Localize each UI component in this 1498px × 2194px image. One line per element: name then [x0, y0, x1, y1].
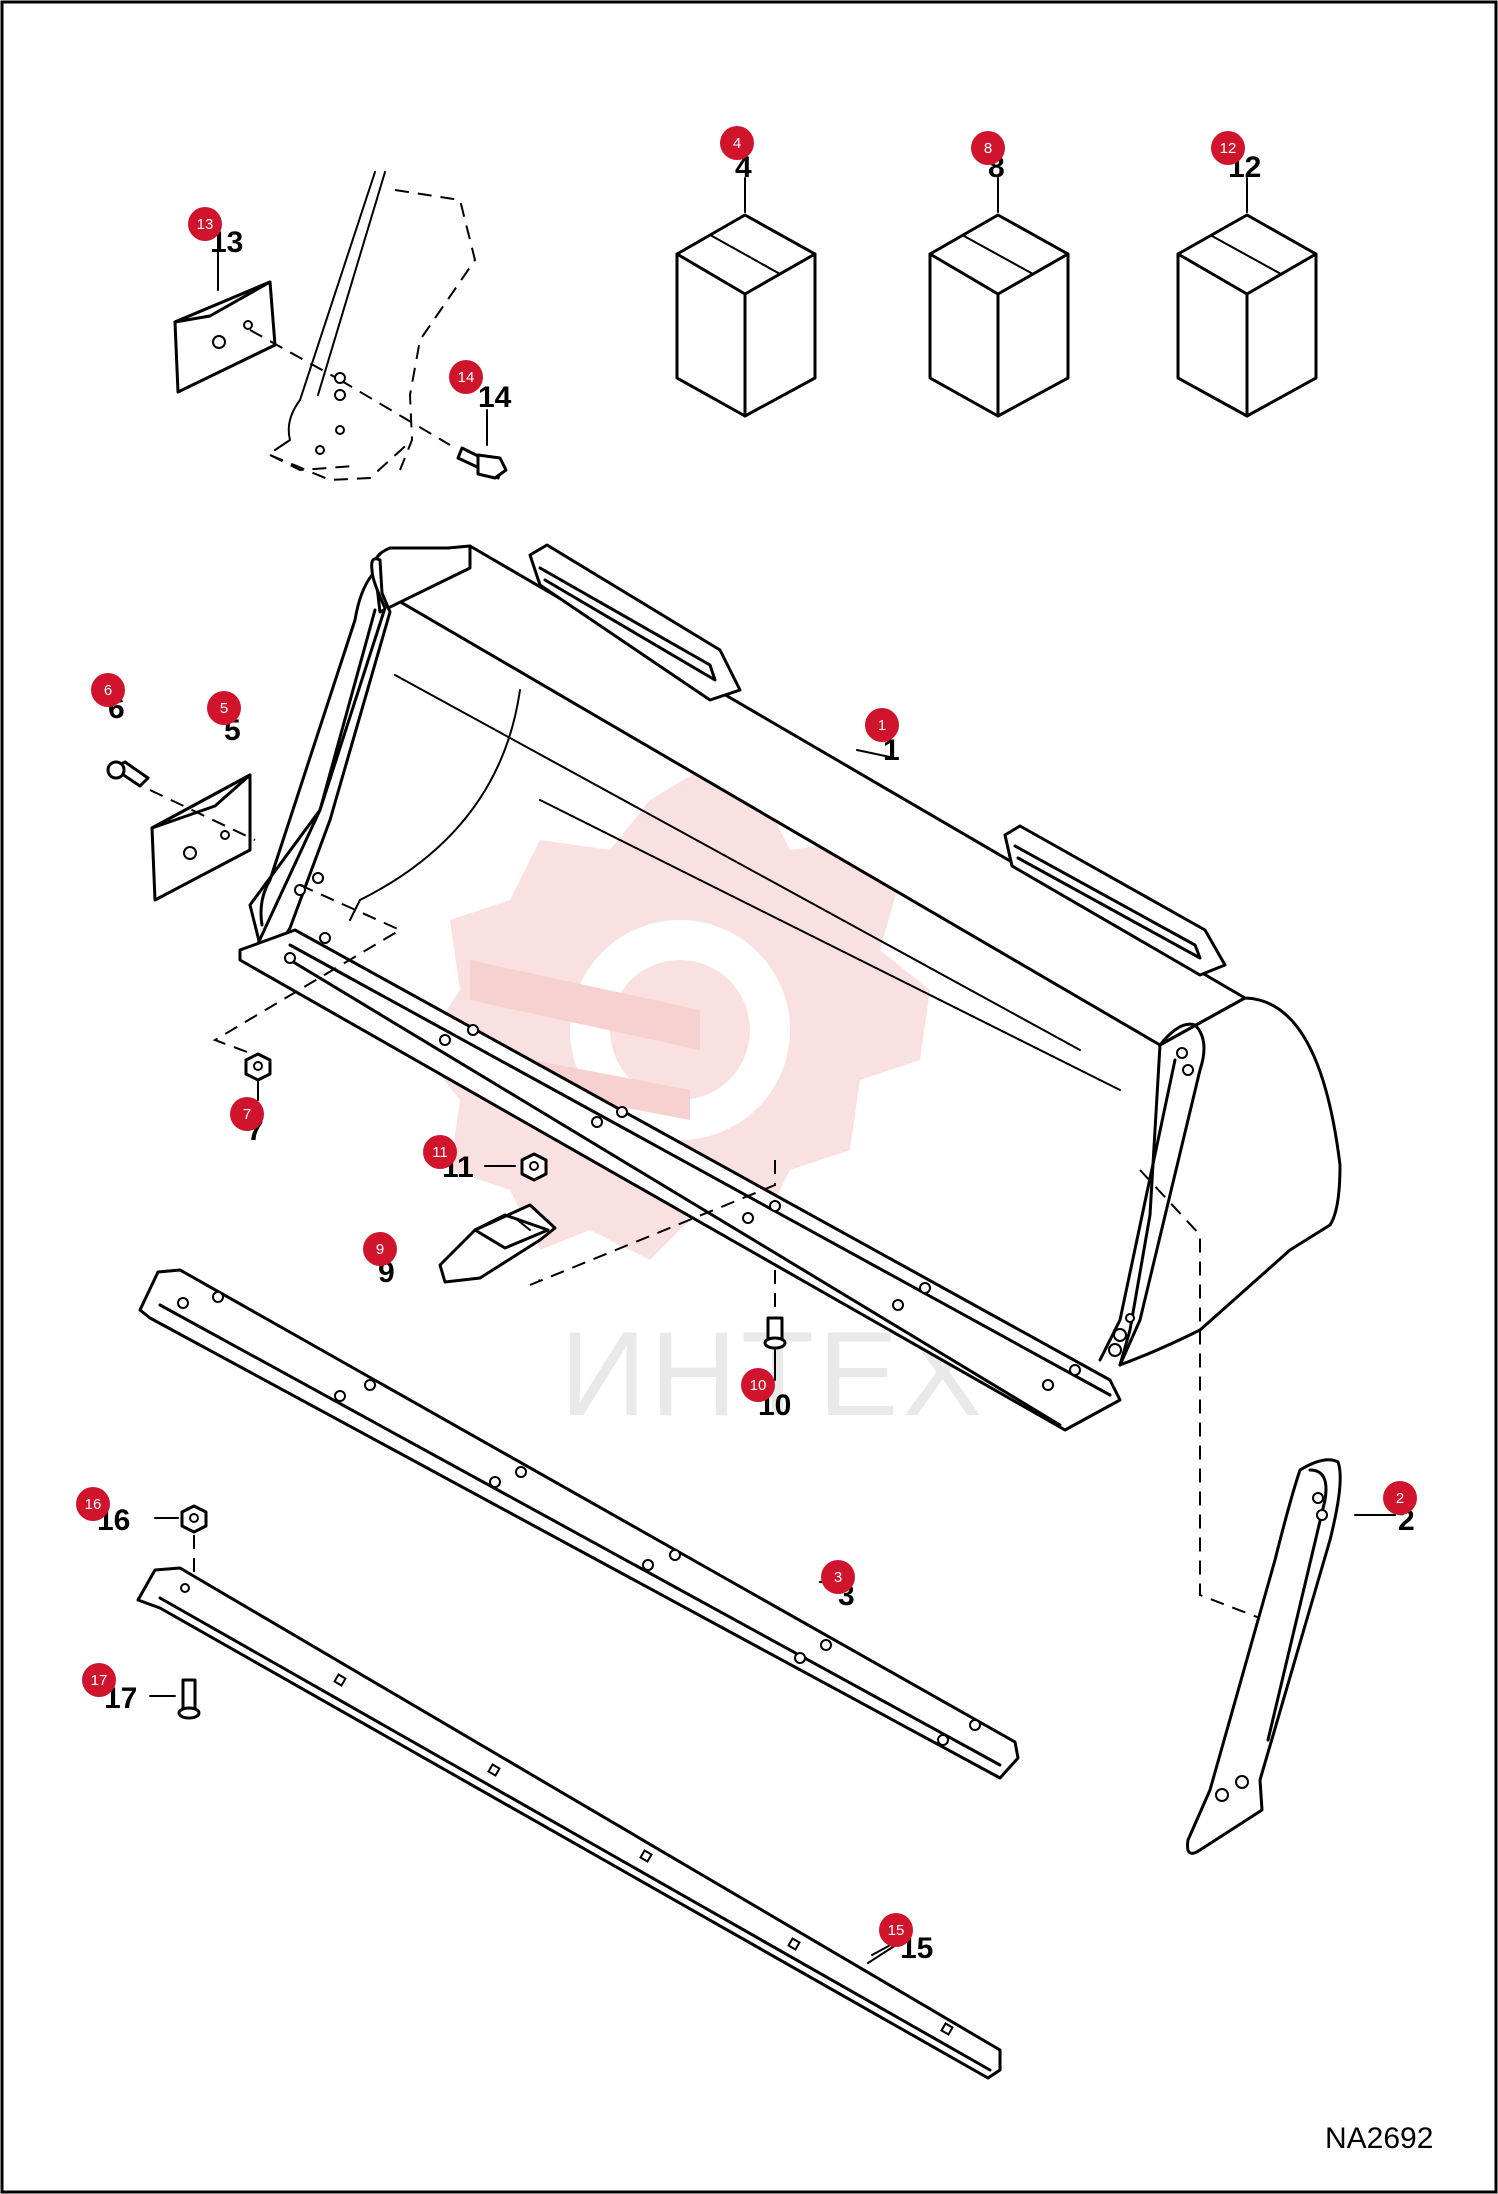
nut-16 — [154, 1504, 208, 1580]
badge-10[interactable]: 10 — [741, 1368, 775, 1402]
svg-text:4: 4 — [733, 135, 741, 152]
svg-text:12: 12 — [1220, 140, 1237, 157]
svg-text:16: 16 — [85, 1496, 102, 1513]
badge-13[interactable]: 13 — [188, 207, 222, 241]
side-cutter-13 — [173, 280, 277, 394]
svg-text:11: 11 — [432, 1144, 448, 1161]
svg-text:13: 13 — [197, 216, 214, 233]
kit-box-4 — [675, 177, 817, 418]
cutting-edge-3 — [138, 1268, 1020, 1780]
svg-text:3: 3 — [834, 1569, 842, 1586]
badge-14[interactable]: 14 — [449, 360, 483, 394]
badge-1[interactable]: 1 — [865, 708, 899, 742]
svg-text:17: 17 — [91, 1672, 108, 1689]
svg-text:15: 15 — [888, 1922, 905, 1939]
badge-17[interactable]: 17 — [82, 1663, 116, 1697]
side-pad-5 — [106, 760, 256, 902]
kit-box-12 — [1176, 177, 1318, 418]
badge-7[interactable]: 7 — [230, 1097, 264, 1131]
part-num-14: 14 — [478, 381, 512, 414]
svg-text:2: 2 — [1396, 1490, 1404, 1507]
side-cutter-detail — [173, 171, 508, 482]
svg-text:10: 10 — [750, 1377, 767, 1394]
svg-text:9: 9 — [376, 1241, 384, 1258]
kit-box-8 — [928, 177, 1070, 418]
svg-text:7: 7 — [243, 1106, 251, 1123]
badge-3[interactable]: 3 — [821, 1560, 855, 1594]
svg-text:8: 8 — [984, 140, 992, 157]
side-cutter-2 — [1186, 1458, 1396, 1855]
badge-8[interactable]: 8 — [971, 131, 1005, 165]
badge-2[interactable]: 2 — [1383, 1481, 1417, 1515]
nut-7 — [244, 1052, 272, 1101]
badge-5[interactable]: 5 — [207, 691, 241, 725]
badge-15[interactable]: 15 — [879, 1913, 913, 1947]
badge-4[interactable]: 4 — [720, 126, 754, 160]
badge-6[interactable]: 6 — [91, 673, 125, 707]
badge-12[interactable]: 12 — [1211, 131, 1245, 165]
badge-9[interactable]: 9 — [363, 1232, 397, 1266]
svg-text:1: 1 — [878, 717, 886, 734]
bolt-17 — [149, 1678, 201, 1720]
nut-11 — [484, 1152, 548, 1182]
svg-text:5: 5 — [220, 700, 228, 717]
watermark-logo: ИНТЕХ — [420, 770, 982, 1441]
badge-16[interactable]: 16 — [76, 1487, 110, 1521]
bolt-10 — [763, 1316, 787, 1381]
cutting-edge-15 — [136, 1566, 1002, 2080]
diagram-code: NA2692 — [1325, 2122, 1433, 2155]
svg-text:14: 14 — [458, 369, 475, 386]
part-num-1: 1 — [883, 734, 900, 767]
bucket-1 — [212, 543, 1342, 1621]
svg-text:6: 6 — [104, 682, 112, 699]
tooth-9 — [438, 1203, 557, 1284]
badge-11[interactable]: 11 — [423, 1135, 457, 1169]
